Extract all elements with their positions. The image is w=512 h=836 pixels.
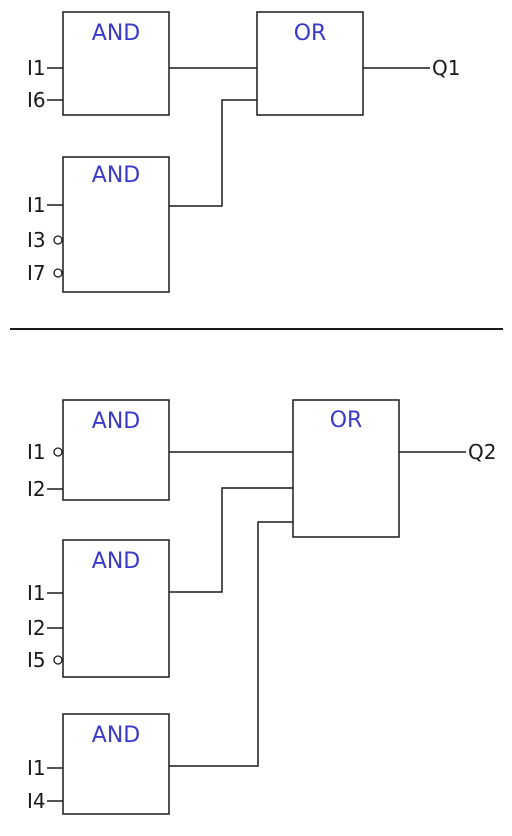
or-gate-1-box (256, 11, 364, 116)
negation-bubble-icon (53, 235, 63, 245)
and-gate-5: AND I1 I4 (27, 713, 170, 815)
negation-bubble-icon (53, 447, 63, 457)
output-q2-label: Q2 (468, 440, 496, 464)
or-gate-1-label: OR (294, 21, 327, 46)
and-gate-4-input-2: I2 (27, 616, 46, 640)
and-gate-4-input-3: I5 (27, 648, 46, 672)
network-1: AND I1 I6 AND I1 I3 I7 OR Q1 (27, 11, 460, 293)
and-gate-4-input-1: I1 (27, 581, 46, 605)
and-gate-4-label: AND (92, 549, 140, 574)
negation-bubble-icon (53, 655, 63, 665)
network-2: AND I1 I2 AND I1 I2 I5 AND I1 I4 (27, 399, 496, 815)
and-gate-4-box (62, 539, 170, 678)
and-gate-2-input-1: I1 (27, 193, 46, 217)
wire-and5-to-or2 (169, 521, 293, 767)
and-gate-2-label: AND (92, 163, 140, 188)
and-gate-5-box (62, 713, 170, 815)
and-gate-4: AND I1 I2 I5 (27, 539, 170, 678)
and-gate-5-input-1: I1 (27, 756, 46, 780)
and-gate-1-label: AND (92, 21, 140, 46)
and-gate-5-label: AND (92, 723, 140, 748)
and-gate-2-input-3: I7 (27, 261, 46, 285)
and-gate-1-input-1: I1 (27, 56, 46, 80)
and-gate-3: AND I1 I2 (27, 399, 170, 501)
and-gate-2: AND I1 I3 I7 (27, 156, 170, 293)
and-gate-3-box (62, 399, 170, 501)
wire-and2-to-or1 (169, 99, 257, 207)
and-gate-2-input-2: I3 (27, 228, 46, 252)
and-gate-3-input-2: I2 (27, 477, 46, 501)
and-gate-3-input-1: I1 (27, 440, 46, 464)
or-gate-2-box (292, 399, 400, 538)
or-gate-1: OR (256, 11, 364, 116)
and-gate-1-input-2: I6 (27, 88, 46, 112)
wire-and4-to-or2 (169, 487, 293, 593)
and-gate-3-label: AND (92, 409, 140, 434)
and-gate-5-input-2: I4 (27, 789, 46, 813)
and-gate-1: AND I1 I6 (27, 11, 170, 116)
or-gate-2-label: OR (330, 408, 363, 433)
output-q1-label: Q1 (432, 56, 460, 80)
and-gate-2-box (62, 156, 170, 293)
or-gate-2: OR (292, 399, 400, 538)
and-gate-1-box (62, 11, 170, 116)
negation-bubble-icon (53, 268, 63, 278)
